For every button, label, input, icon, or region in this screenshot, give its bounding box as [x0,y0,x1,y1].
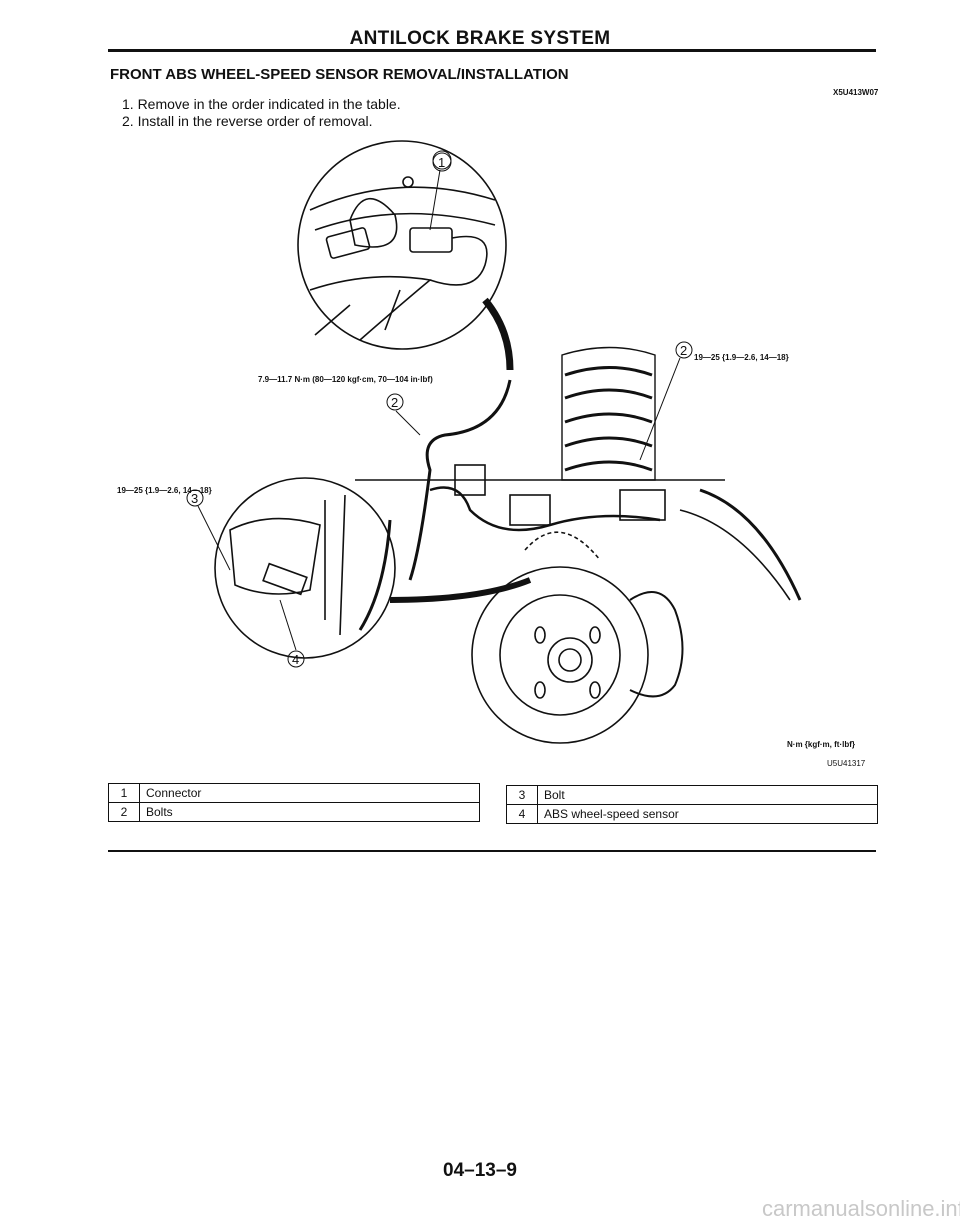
callout-2a: 2 [391,395,398,410]
torque-spec-1: 7.9—11.7 N·m (80—120 kgf·cm, 70—104 in·l… [258,375,433,384]
part-number: 1 [108,783,140,803]
part-number: 3 [506,785,538,805]
callout-2b: 2 [680,343,687,358]
part-number: 2 [108,802,140,822]
table-row: 3 Bolt [506,785,878,805]
table-row: 4 ABS wheel-speed sensor [506,804,878,824]
footer-rule [108,850,876,852]
part-name: Connector [139,783,480,803]
callout-1: 1 [438,155,445,170]
instruction-1: 1. Remove in the order indicated in the … [122,96,401,112]
part-name: ABS wheel-speed sensor [537,804,878,824]
parts-table-left: 1 Connector 2 Bolts [108,783,480,822]
part-name: Bolts [139,802,480,822]
torque-spec-3: 19—25 {1.9—2.6, 14—18} [117,486,212,495]
section-title: FRONT ABS WHEEL-SPEED SENSOR REMOVAL/INS… [110,66,569,83]
part-number: 4 [506,804,538,824]
torque-units: N·m {kgf·m, ft·lbf} [787,740,855,749]
connector-detail-circle [297,140,507,350]
section-code: X5U413W07 [833,88,879,97]
header-rule [108,49,876,52]
torque-spec-2: 19—25 {1.9—2.6, 14—18} [694,353,789,362]
part-name: Bolt [537,785,878,805]
instruction-2: 2. Install in the reverse order of remov… [122,113,373,129]
sensor-detail-circle [214,477,396,659]
callout-4: 4 [292,652,299,667]
callout-3: 3 [191,491,198,506]
page-number: 04–13–9 [443,1160,517,1181]
figure-code: U5U41317 [827,759,866,768]
parts-table-right: 3 Bolt 4 ABS wheel-speed sensor [506,785,878,824]
watermark: carmanualsonline.info [762,1196,960,1221]
table-row: 2 Bolts [108,802,480,822]
table-row: 1 Connector [108,783,480,803]
sensor-illustration: 1 2 2 3 4 [186,140,802,744]
page-header-title: ANTILOCK BRAKE SYSTEM [349,28,611,49]
